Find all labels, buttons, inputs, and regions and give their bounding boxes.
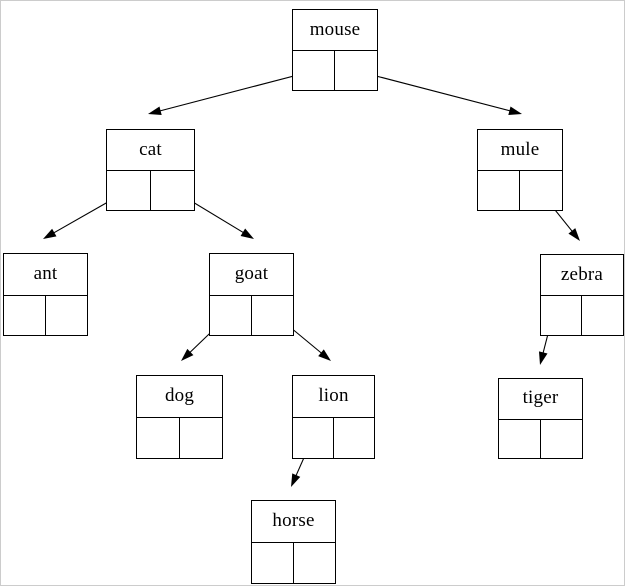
node-label-lion: lion xyxy=(318,385,349,406)
right-pointer-cell-cat xyxy=(151,171,195,210)
arrowhead-icon xyxy=(291,473,301,487)
node-pointers-tiger xyxy=(499,418,583,459)
node-pointers-ant xyxy=(4,294,88,336)
arrowhead-icon xyxy=(181,348,194,361)
edge-line xyxy=(356,70,512,112)
right-pointer-cell-lion xyxy=(334,418,375,458)
arrowhead-icon xyxy=(43,228,57,239)
node-label-tiger: tiger xyxy=(522,387,559,409)
node-pointers-dog xyxy=(137,417,222,458)
node-label-mule: mule xyxy=(500,138,540,160)
left-pointer-cell-mule xyxy=(478,171,520,210)
node-label-zebra: zebra xyxy=(560,263,604,285)
node-pointers-lion xyxy=(293,417,374,458)
right-pointer-cell-zebra xyxy=(582,296,623,335)
right-pointer-cell-mouse xyxy=(335,51,377,90)
arrowhead-icon xyxy=(148,106,162,115)
node-label-goat: goat xyxy=(234,262,269,284)
node-pointers-mule xyxy=(478,170,562,210)
left-pointer-cell-mouse xyxy=(293,51,335,90)
node-label-horse: horse xyxy=(272,510,315,531)
left-pointer-cell-lion xyxy=(293,418,334,458)
tree-node-lion[interactable]: lion xyxy=(292,375,375,459)
left-pointer-cell-tiger xyxy=(499,419,541,458)
left-pointer-cell-dog xyxy=(137,418,180,458)
right-pointer-cell-goat xyxy=(252,296,294,336)
tree-node-ant[interactable]: ant xyxy=(3,253,88,336)
arrowhead-icon xyxy=(538,351,548,365)
tree-node-zebra[interactable]: zebra xyxy=(540,254,624,336)
left-pointer-cell-horse xyxy=(252,543,294,583)
node-label-ant: ant xyxy=(33,262,58,284)
right-pointer-cell-mule xyxy=(520,171,562,210)
node-label-dog: dog xyxy=(164,385,195,406)
node-pointers-cat xyxy=(107,170,194,210)
tree-node-mouse[interactable]: mouse xyxy=(292,9,378,91)
edge-mouse-to-cat xyxy=(148,70,314,115)
arrowhead-icon xyxy=(568,228,580,241)
left-pointer-cell-ant xyxy=(4,295,46,335)
edge-line xyxy=(158,70,314,112)
right-pointer-cell-ant xyxy=(46,296,88,336)
arrowhead-icon xyxy=(318,349,331,361)
node-label-cat: cat xyxy=(139,138,162,160)
tree-node-goat[interactable]: goat xyxy=(209,253,294,336)
node-pointers-zebra xyxy=(541,295,623,335)
left-pointer-cell-goat xyxy=(210,295,252,335)
left-pointer-cell-zebra xyxy=(541,296,582,335)
arrowhead-icon xyxy=(508,106,522,115)
node-label-mouse: mouse xyxy=(309,18,361,40)
tree-node-horse[interactable]: horse xyxy=(251,500,336,584)
right-pointer-cell-horse xyxy=(294,543,336,583)
edge-mouse-to-mule xyxy=(356,70,522,115)
node-pointers-mouse xyxy=(293,50,377,90)
tree-node-tiger[interactable]: tiger xyxy=(498,378,583,459)
tree-node-cat[interactable]: cat xyxy=(106,129,195,211)
right-pointer-cell-tiger xyxy=(541,420,583,459)
tree-node-mule[interactable]: mule xyxy=(477,129,563,211)
node-pointers-horse xyxy=(252,542,335,583)
right-pointer-cell-dog xyxy=(180,418,223,458)
node-pointers-goat xyxy=(210,294,294,336)
left-pointer-cell-cat xyxy=(107,171,151,210)
arrowhead-icon xyxy=(240,228,254,239)
tree-node-dog[interactable]: dog xyxy=(136,375,223,459)
